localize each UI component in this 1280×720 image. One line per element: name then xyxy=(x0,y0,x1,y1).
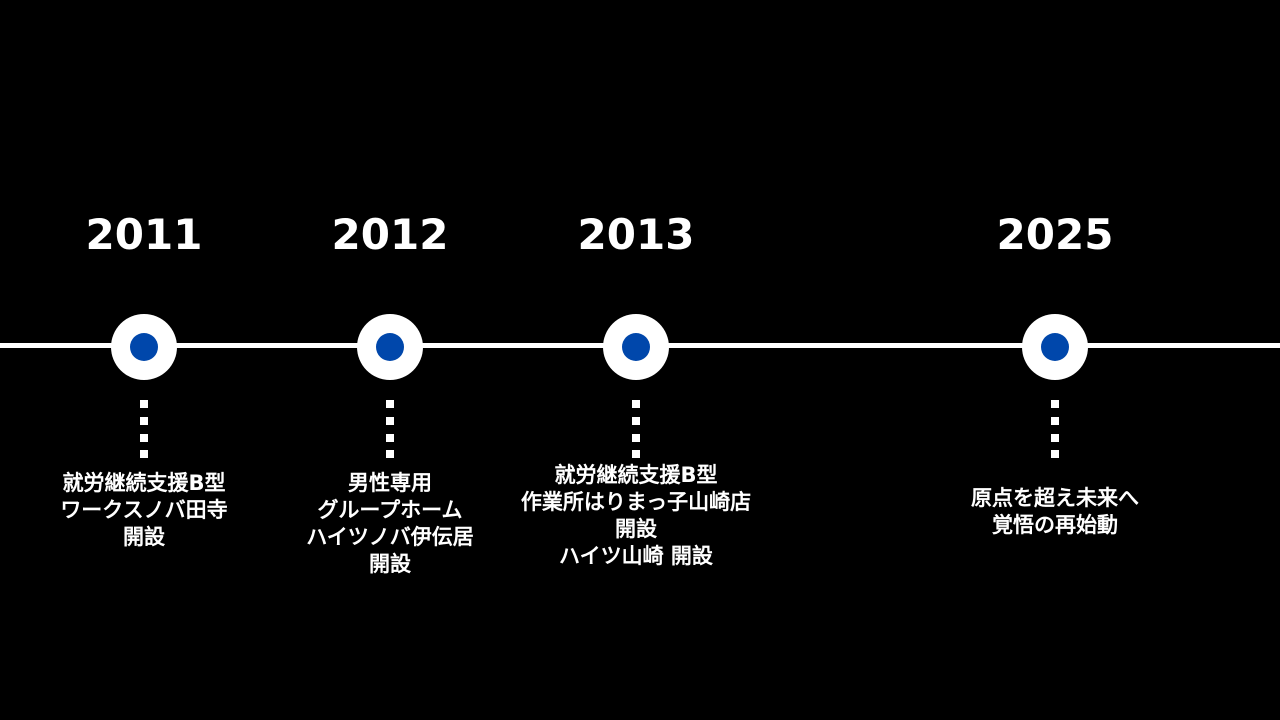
description-line: ワークスノバ田寺 xyxy=(60,498,228,522)
connector-dot xyxy=(1051,400,1059,408)
event-description: 就労継続支援B型作業所はりまっ子山崎店開設ハイツ山崎 開設 xyxy=(476,462,796,570)
connector-dot xyxy=(386,417,394,425)
timeline-marker xyxy=(603,314,669,380)
description-line: ハイツ山崎 開設 xyxy=(559,544,713,568)
timeline-marker xyxy=(1022,314,1088,380)
marker-center xyxy=(376,333,404,361)
connector-dot xyxy=(140,434,148,442)
description-line: 覚悟の再始動 xyxy=(992,513,1118,537)
connector-dot xyxy=(1051,434,1059,442)
connector-dot xyxy=(140,400,148,408)
connector-dot xyxy=(632,450,640,458)
connector-dot xyxy=(140,417,148,425)
event-description: 就労継続支援B型ワークスノバ田寺開設 xyxy=(0,470,304,551)
description-line: グループホーム xyxy=(317,498,463,522)
connector-dot xyxy=(632,417,640,425)
connector-dot xyxy=(386,434,394,442)
event-year: 2013 xyxy=(577,210,695,259)
marker-center xyxy=(130,333,158,361)
connector-dot xyxy=(386,400,394,408)
timeline-marker xyxy=(111,314,177,380)
description-line: 作業所はりまっ子山崎店 xyxy=(520,490,752,514)
event-year: 2012 xyxy=(331,210,449,259)
event-description: 原点を超え未来へ覚悟の再始動 xyxy=(895,485,1215,539)
marker-center xyxy=(1041,333,1069,361)
description-line: 原点を超え未来へ xyxy=(971,486,1139,510)
timeline-marker xyxy=(357,314,423,380)
connector-dot xyxy=(140,450,148,458)
event-description: 男性専用グループホームハイツノバ伊伝居開設 xyxy=(230,470,550,578)
description-line: 就労継続支援B型 xyxy=(62,471,226,495)
description-line: 開設 xyxy=(123,525,165,549)
description-line: 開設 xyxy=(615,517,657,541)
description-line: 開設 xyxy=(369,552,411,576)
description-line: ハイツノバ伊伝居 xyxy=(306,525,474,549)
description-line: 就労継続支援B型 xyxy=(554,463,718,487)
connector-dot xyxy=(632,400,640,408)
marker-center xyxy=(622,333,650,361)
connector-dot xyxy=(386,450,394,458)
connector-dot xyxy=(1051,417,1059,425)
event-year: 2011 xyxy=(85,210,203,259)
connector-dot xyxy=(1051,450,1059,458)
event-year: 2025 xyxy=(996,210,1114,259)
connector-dot xyxy=(632,434,640,442)
description-line: 男性専用 xyxy=(348,471,432,495)
